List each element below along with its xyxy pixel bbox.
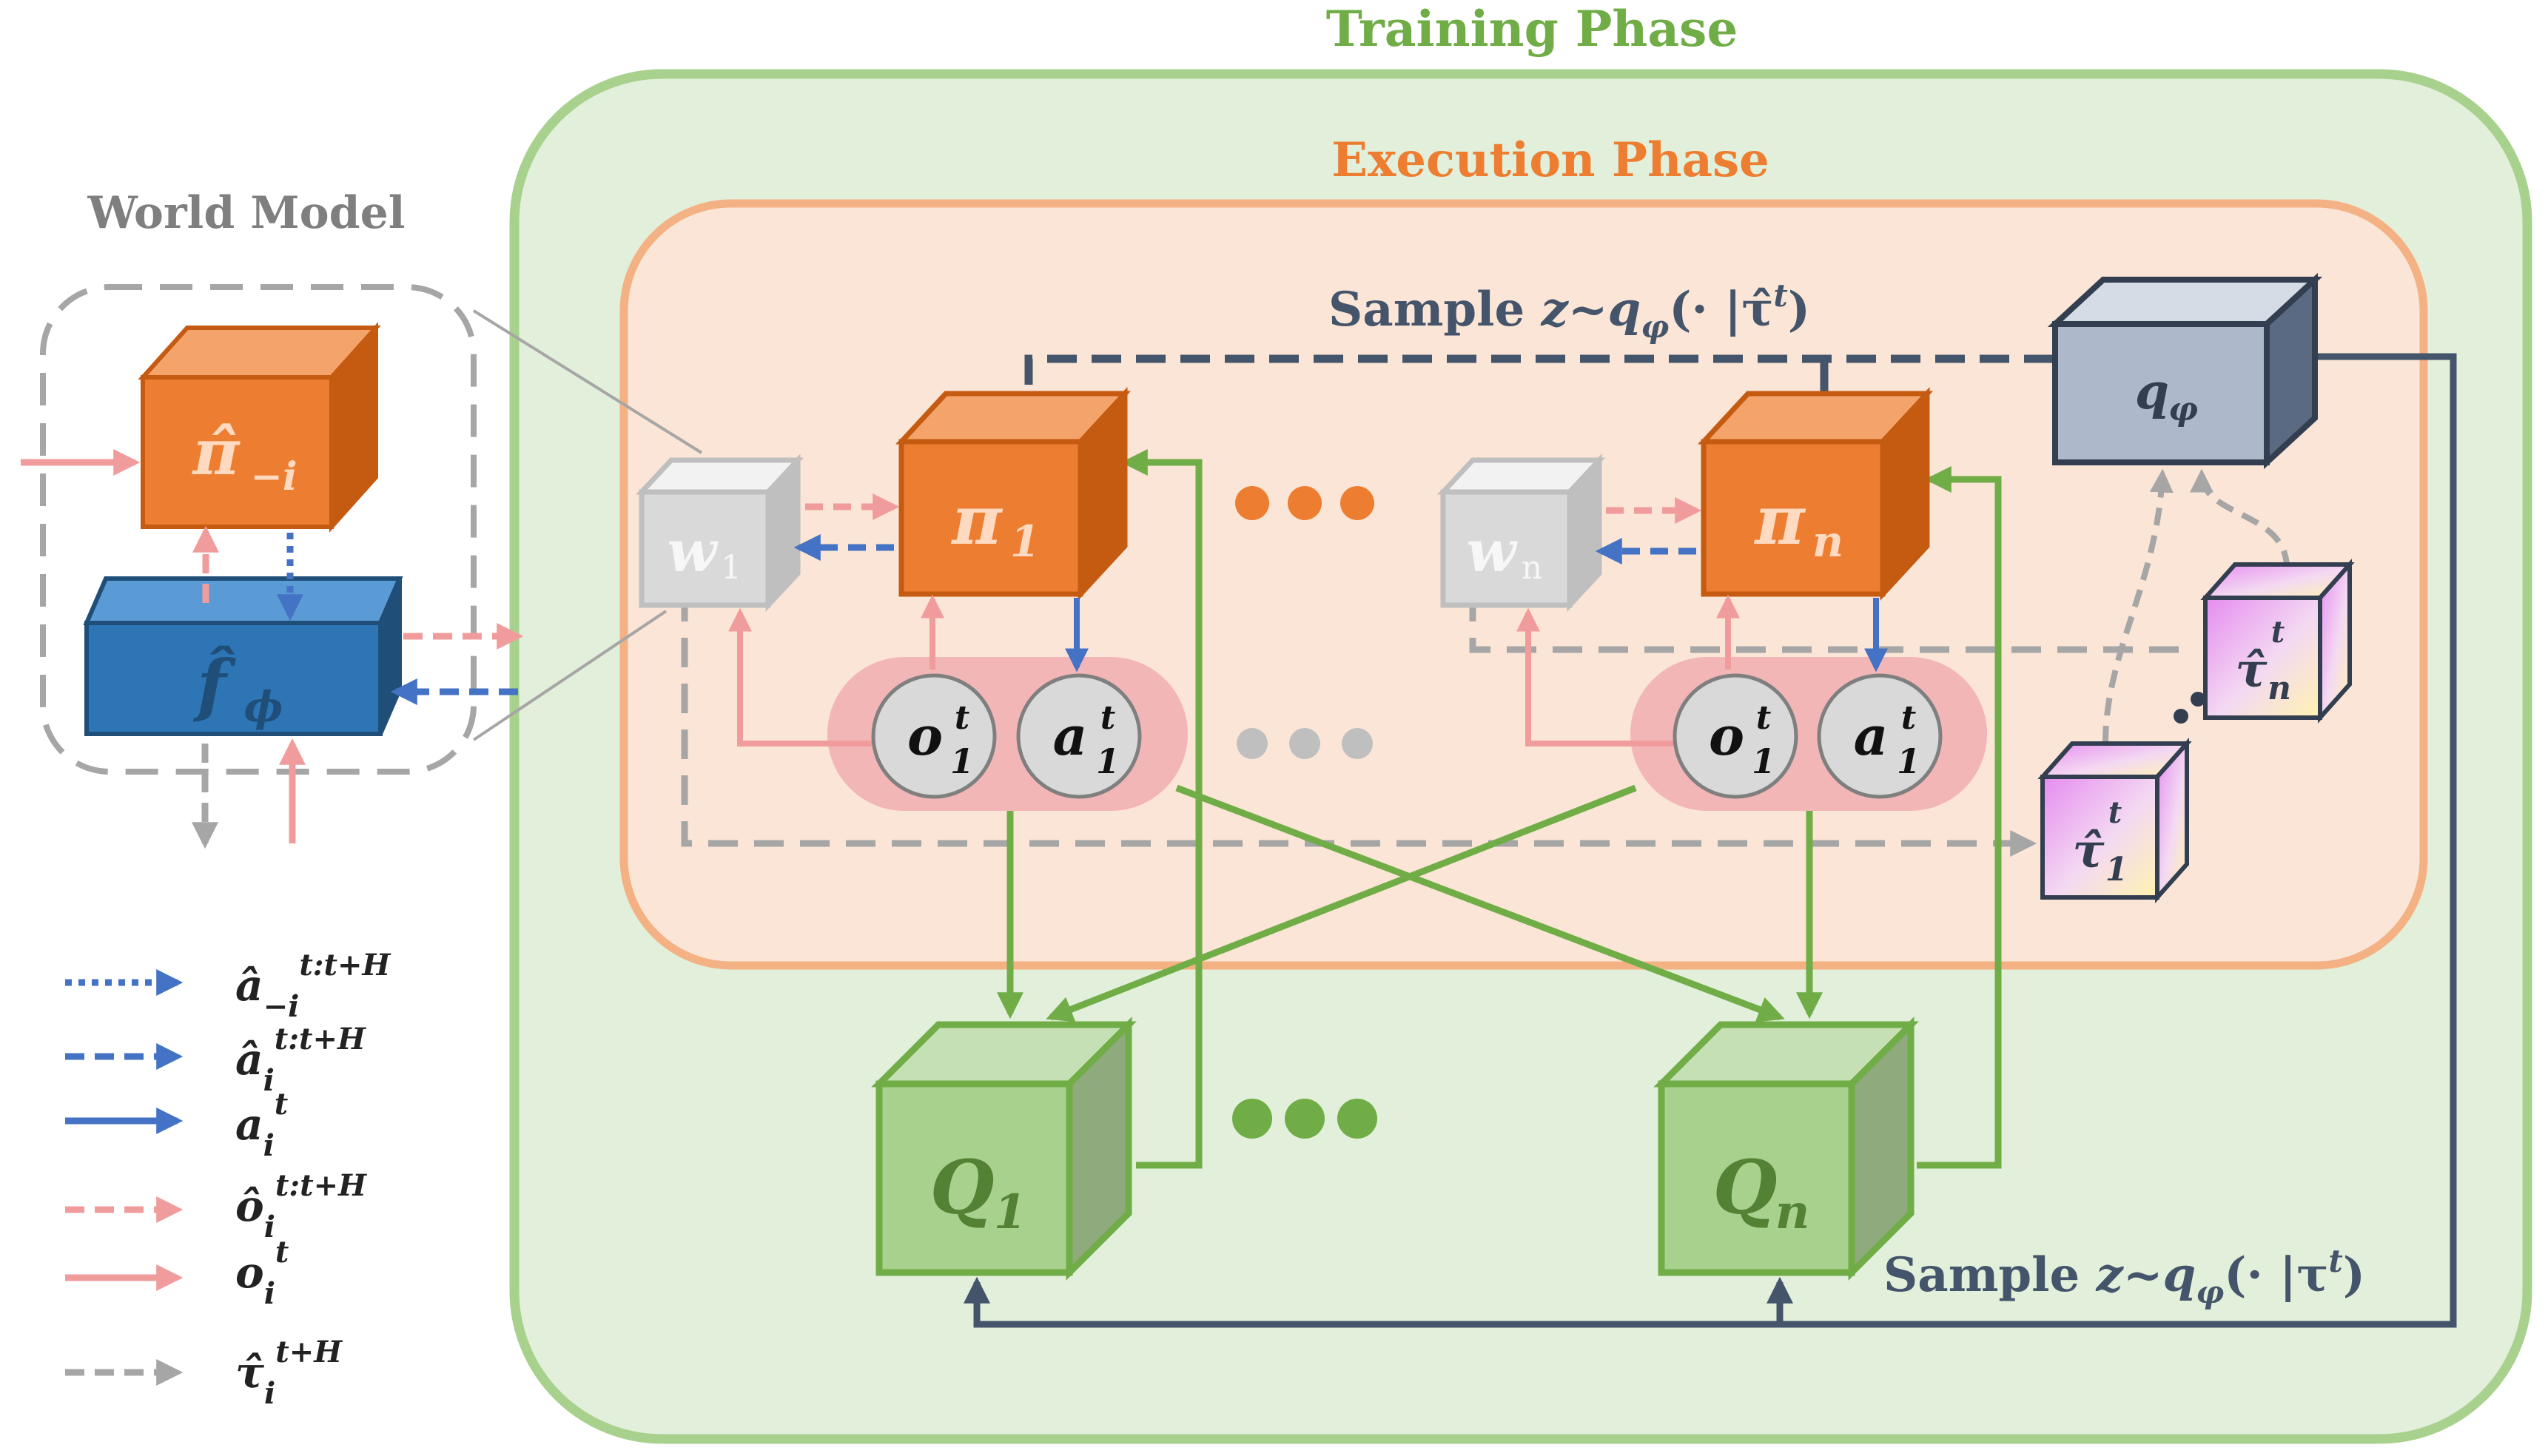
- traj-line-agent1: [681, 592, 2037, 857]
- svg-text:t: t: [1756, 699, 1771, 737]
- sample-top-label: Sample z~qφ(· |τ̂t): [1328, 277, 1810, 345]
- svg-text:t: t: [1901, 699, 1916, 737]
- training-phase-title: Training Phase: [1326, 0, 1738, 58]
- legend-item-pred-action-others: â−it:t+H: [65, 948, 391, 1024]
- q-phi-cube: q φ: [2047, 272, 2323, 470]
- wn-cube: w n: [1436, 454, 1606, 612]
- svg-text:n: n: [1775, 1184, 1810, 1240]
- qn-critic-cube: Q n: [1653, 1017, 1919, 1281]
- svg-text:n: n: [2268, 670, 2291, 707]
- execution-phase-title: Execution Phase: [1331, 132, 1769, 188]
- pi-hat-cube: π̂ −i: [138, 322, 381, 533]
- wn-sub: n: [1522, 549, 1542, 587]
- svg-text:a: a: [1854, 704, 1889, 767]
- legend-item-pred-action-self: âit:t+H: [65, 1022, 366, 1098]
- sample-bottom-line: [964, 353, 2457, 1328]
- w1-cube: w 1: [635, 454, 804, 612]
- svg-text:ait: ait: [235, 1087, 289, 1163]
- svg-text:τ̂it+H: τ̂it+H: [235, 1335, 343, 1411]
- svg-text:o: o: [907, 704, 943, 767]
- pi1-label: π: [950, 480, 1003, 560]
- w1-sub: 1: [721, 549, 742, 587]
- legend-item-obs: oit: [65, 1235, 289, 1311]
- w1-label: w: [667, 518, 719, 585]
- sample-bottom-label: Sample z~qφ(· |τt): [1883, 1243, 2365, 1310]
- action-circle-agentn: a t 1: [1817, 673, 1943, 799]
- svg-text:1: 1: [994, 1184, 1027, 1240]
- taun-cube: τ̂ t n: [2200, 559, 2355, 724]
- world-model-frame: [40, 284, 477, 775]
- f-hat-box: f̂ ϕ: [83, 576, 403, 736]
- svg-text:âit:t+H: âit:t+H: [235, 1022, 366, 1098]
- pin-cube: π n: [1698, 387, 1933, 601]
- svg-text:o: o: [1709, 704, 1744, 767]
- svg-text:τ̂: τ̂: [2235, 643, 2268, 698]
- tau1-to-q-arrow: [2102, 468, 2174, 744]
- legend-item-pred-obs: ôit:t+H: [65, 1168, 367, 1244]
- legend-item-pred-traj: τ̂it+H: [65, 1335, 343, 1411]
- pi1-sub: 1: [1010, 516, 1040, 567]
- svg-text:Q: Q: [1712, 1144, 1777, 1231]
- svg-text:â−it:t+H: â−it:t+H: [235, 948, 391, 1024]
- svg-text:ôit:t+H: ôit:t+H: [235, 1168, 367, 1244]
- pin-sub: n: [1812, 516, 1843, 567]
- obs-circle-agentn: o t 1: [1673, 673, 1798, 799]
- obs-circle-agent1: o t 1: [871, 673, 997, 799]
- pill1-to-qn-arrow: [1175, 784, 1785, 1022]
- svg-text:1: 1: [1096, 741, 1120, 781]
- qn-to-pin-arrow: [1917, 466, 2002, 1169]
- wn-label: w: [1466, 518, 1518, 585]
- ellipsis-observations: [1237, 728, 1373, 759]
- q-phi-sub: φ: [2168, 391, 2198, 428]
- obs1-to-w1-arrow: [728, 607, 873, 746]
- svg-text:Q: Q: [930, 1144, 994, 1231]
- q1-critic-cube: Q 1: [871, 1017, 1137, 1281]
- pin-label: π: [1753, 480, 1806, 560]
- tau1-cube: τ̂ t 1: [2037, 738, 2192, 903]
- svg-text:t: t: [2108, 795, 2122, 830]
- svg-text:a: a: [1053, 704, 1088, 767]
- legend: â−it:t+H âit:t+H ait ôit:t+H oit τ̂it+H: [65, 948, 391, 1411]
- traj-line-agentn: [1469, 592, 2187, 653]
- svg-text:t: t: [955, 699, 969, 737]
- obsn-to-wn-arrow: [1516, 607, 1674, 746]
- q-phi-label: q: [2135, 363, 2169, 420]
- pilln-to-q1-arrow: [1046, 784, 1637, 1022]
- world-model-title: World Model: [87, 187, 405, 239]
- f-hat-sub: ϕ: [244, 683, 283, 732]
- zoom-line-bottom: [472, 610, 668, 741]
- ellipsis-critics: [1232, 1099, 1377, 1139]
- svg-text:1: 1: [2105, 851, 2128, 889]
- svg-text:1: 1: [1752, 741, 1775, 781]
- q1-to-pi1-arrow: [1120, 449, 1203, 1169]
- action-circle-agent1: a t 1: [1016, 673, 1142, 799]
- svg-text:oit: oit: [235, 1235, 289, 1311]
- svg-text:τ̂: τ̂: [2072, 823, 2105, 879]
- svg-text:t: t: [1100, 699, 1115, 737]
- pi-hat-sub: −i: [250, 454, 297, 499]
- svg-text:1: 1: [950, 741, 974, 781]
- legend-item-action: ait: [65, 1087, 289, 1163]
- svg-text:1: 1: [1897, 741, 1920, 781]
- pi-hat-label: π̂: [192, 415, 241, 490]
- svg-text:t: t: [2271, 615, 2285, 650]
- ellipsis-policies: [1235, 486, 1374, 520]
- pi1-cube: π 1: [895, 387, 1131, 601]
- zoom-line-top: [472, 309, 703, 454]
- taun-to-q-arrow: [2190, 468, 2290, 569]
